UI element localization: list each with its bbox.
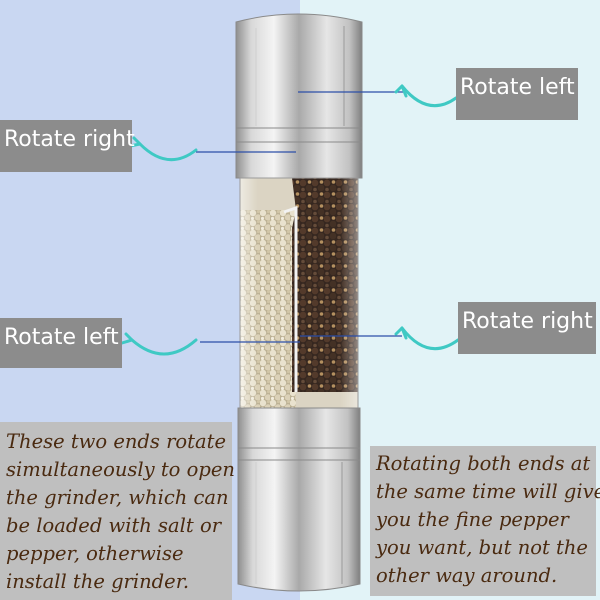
note-line: the grinder, which can [6, 486, 229, 509]
note-line: you the fine pepper [376, 508, 569, 531]
callout-rotate-left-middle: Rotate left [0, 318, 122, 368]
callout-rotate-left-top: Rotate left [456, 68, 578, 120]
note-line: These two ends rotate [6, 430, 227, 453]
top-grinder-cap [235, 13, 363, 179]
note-line: pepper, otherwise [6, 542, 184, 565]
note-line: other way around. [376, 564, 558, 587]
callout-rotate-right-top: Rotate right [0, 120, 135, 172]
glass-chamber [239, 177, 359, 411]
note-line: install the grinder. [6, 570, 190, 593]
curved-arrow-icon [394, 84, 458, 108]
note-right-grinding: Rotating both ends at the same time will… [370, 446, 600, 596]
callout-rotate-right-middle: Rotate right [458, 302, 596, 354]
curved-arrow-icon [120, 332, 198, 356]
note-left-open-grinder: These two ends rotate simultaneously to … [0, 422, 235, 600]
curved-arrow-icon [128, 136, 198, 162]
note-line: the same time will give [376, 480, 600, 503]
note-line: be loaded with salt or [6, 514, 222, 537]
note-line: simultaneously to open [6, 458, 235, 481]
note-line: you want, but not the [376, 536, 588, 559]
curved-arrow-icon [394, 326, 460, 350]
note-line: Rotating both ends at [376, 452, 591, 475]
bottom-grinder-cap [237, 407, 361, 592]
